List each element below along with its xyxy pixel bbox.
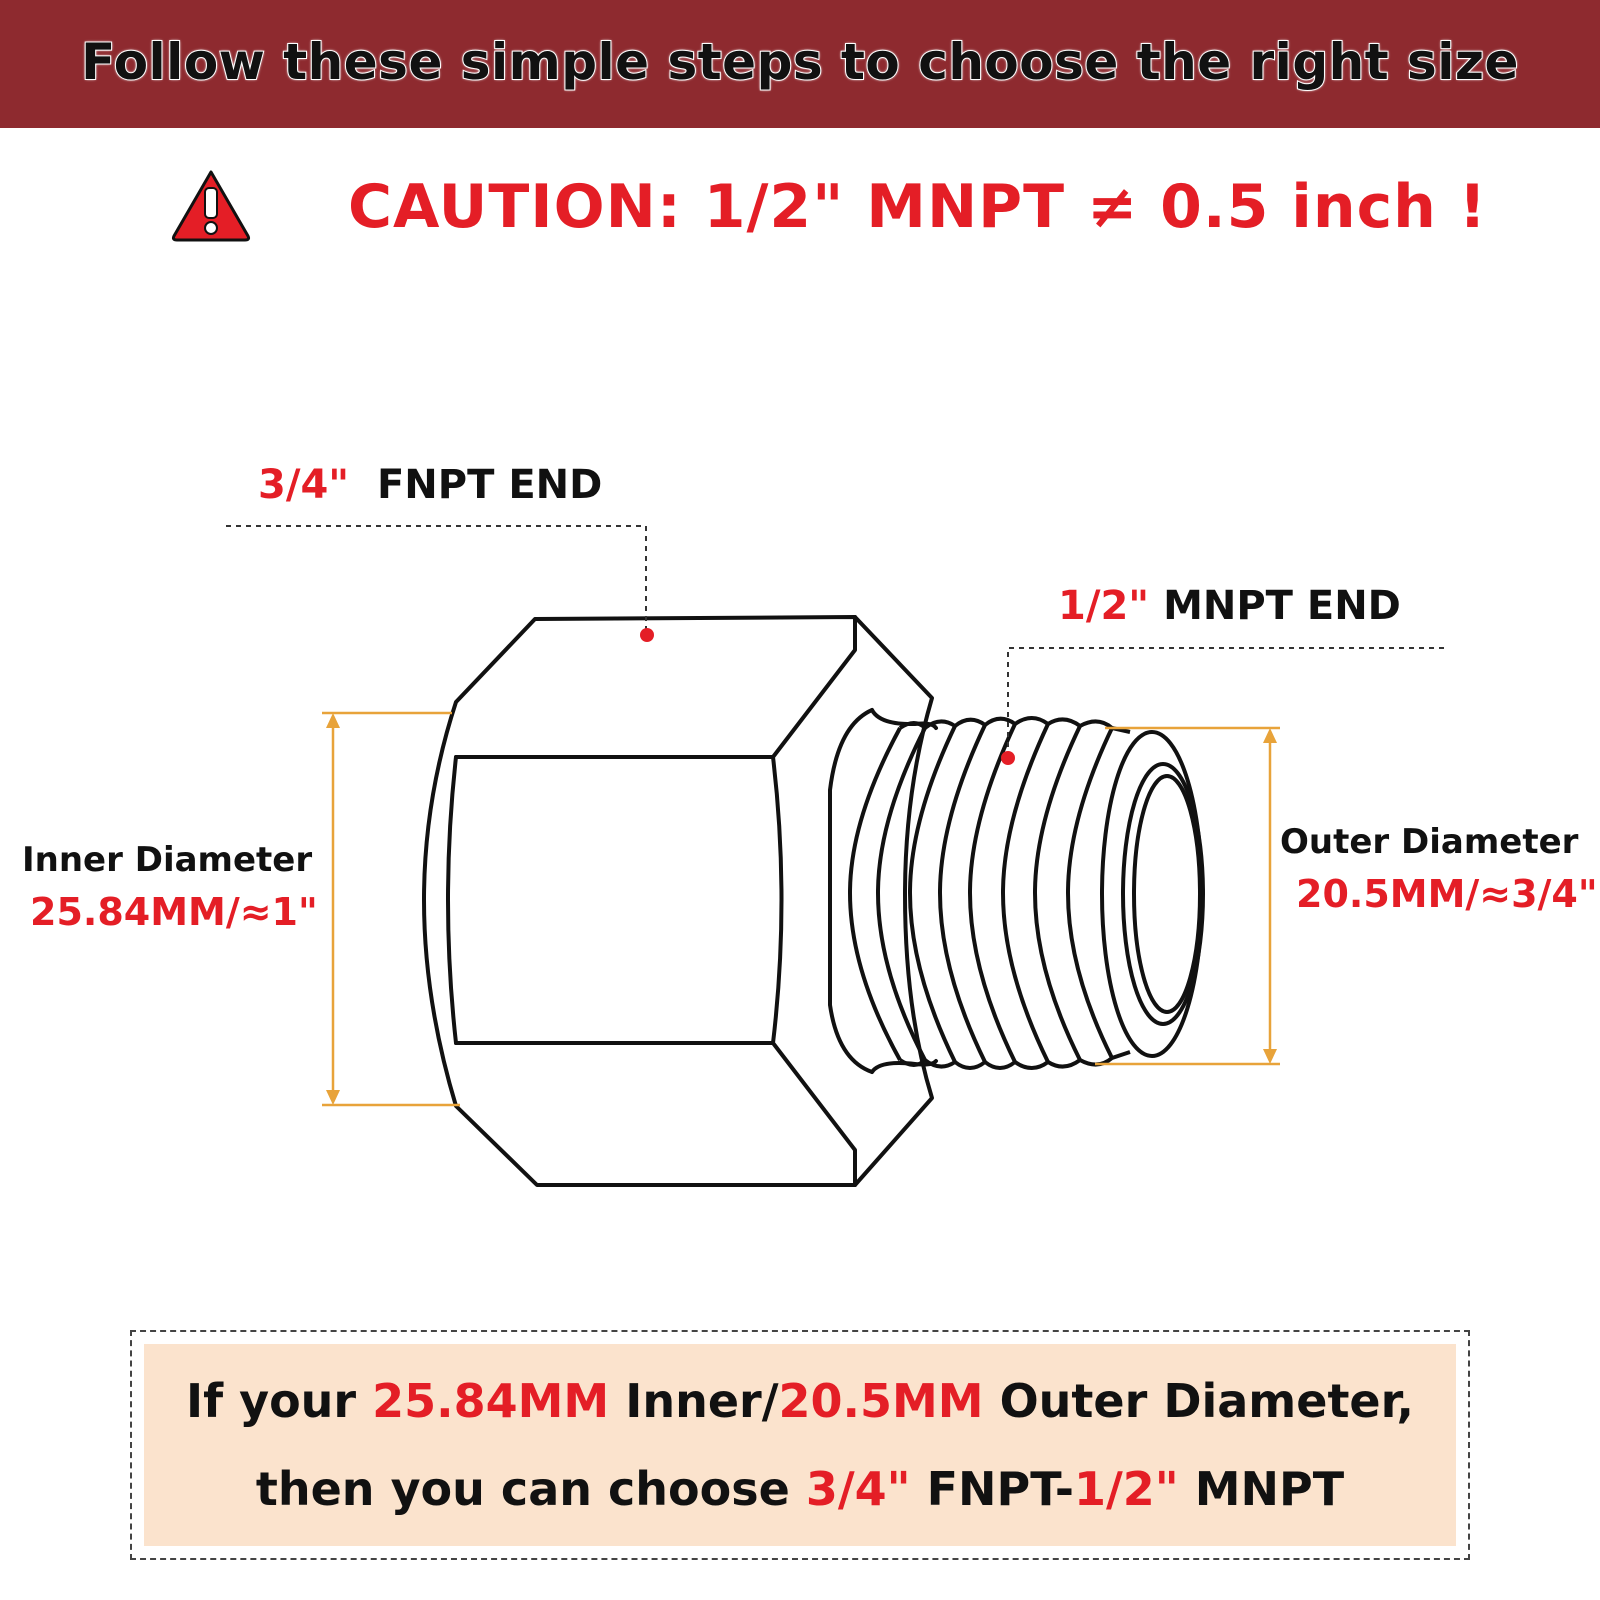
note-text: If your <box>185 1374 373 1428</box>
fnpt-end-label: 3/4" FNPT END <box>258 462 602 508</box>
fnpt-end-text: FNPT END <box>376 462 603 508</box>
hex-body-outline <box>422 615 934 1187</box>
mnpt-end-face <box>1100 730 1204 1058</box>
note-highlight: 20.5MM <box>778 1374 984 1428</box>
note-highlight: 3/4" <box>805 1462 911 1516</box>
inner-diameter-label: Inner Diameter <box>22 840 313 880</box>
warning-triangle-icon <box>171 170 251 242</box>
note-highlight: 25.84MM <box>372 1374 610 1428</box>
note-text: then you can choose <box>255 1462 806 1516</box>
mnpt-bore <box>1121 762 1205 1026</box>
note-text: MNPT <box>1178 1462 1345 1516</box>
outer-diameter-value: 20.5MM/≈3/4" <box>1296 872 1598 916</box>
recommendation-panel: If your 25.84MM Inner/20.5MM Outer Diame… <box>144 1344 1456 1546</box>
recommendation-box: If your 25.84MM Inner/20.5MM Outer Diame… <box>130 1330 1470 1560</box>
fnpt-size: 3/4" <box>258 462 350 508</box>
mnpt-end-label: 1/2" MNPT END <box>1058 583 1401 629</box>
banner-title: Follow these simple steps to choose the … <box>80 32 1519 92</box>
fnpt-leader-line <box>226 525 647 632</box>
mnpt-end-text: MNPT END <box>1163 583 1401 629</box>
mnpt-marker <box>1001 751 1015 765</box>
note-text: Outer Diameter, <box>983 1374 1415 1428</box>
inner-diameter-value: 25.84MM/≈1" <box>30 890 318 934</box>
note-text: Inner/ <box>609 1374 779 1428</box>
recommendation-line-1: If your 25.84MM Inner/20.5MM Outer Diame… <box>144 1374 1456 1428</box>
mnpt-size: 1/2" <box>1058 583 1150 629</box>
outer-diameter-label: Outer Diameter <box>1280 822 1579 862</box>
note-text: FNPT- <box>910 1462 1074 1516</box>
note-highlight: 1/2" <box>1073 1462 1179 1516</box>
header-banner: Follow these simple steps to choose the … <box>0 0 1600 128</box>
recommendation-line-2: then you can choose 3/4" FNPT-1/2" MNPT <box>144 1462 1456 1516</box>
caution-text: CAUTION: 1/2" MNPT ≠ 0.5 inch ! <box>348 172 1488 242</box>
fnpt-marker <box>640 628 654 642</box>
